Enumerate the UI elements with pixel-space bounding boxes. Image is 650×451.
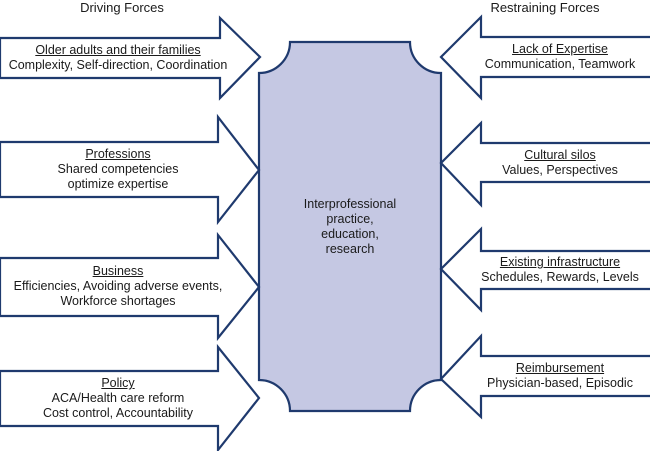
restraining-arrow-4 xyxy=(439,333,650,420)
restraining-forces-heading: Restraining Forces xyxy=(490,0,600,15)
driving-force-title: Older adults and their families xyxy=(35,43,201,57)
central-label-line: practice, xyxy=(326,212,374,226)
restraining-force-label-2: Cultural silos Values, Perspectives xyxy=(470,148,650,178)
central-label-line: education, xyxy=(321,227,379,241)
restraining-force-label-4: Reimbursement Physician-based, Episodic xyxy=(470,361,650,391)
restraining-force-title: Lack of Expertise xyxy=(512,42,608,56)
driving-force-label-2: Professions Shared competencies optimize… xyxy=(0,147,236,192)
driving-forces-heading: Driving Forces xyxy=(80,0,164,15)
restraining-force-title: Reimbursement xyxy=(515,361,605,375)
restraining-arrow-2 xyxy=(439,120,650,208)
central-label-line: research xyxy=(325,242,375,256)
driving-force-label-3: Business Efficiencies, Avoiding adverse … xyxy=(0,264,236,309)
driving-force-title: Professions xyxy=(85,147,151,161)
driving-force-label-1: Older adults and their families Complexi… xyxy=(0,43,236,73)
restraining-force-detail: Schedules, Rewards, Levels xyxy=(481,270,639,284)
restraining-arrow-1 xyxy=(439,14,650,101)
driving-force-detail: Shared competencies xyxy=(57,162,179,176)
driving-force-detail: Efficiencies, Avoiding adverse events, xyxy=(13,279,223,293)
driving-force-label-4: Policy ACA/Health care reform Cost contr… xyxy=(0,376,236,421)
restraining-force-detail: Communication, Teamwork xyxy=(484,57,636,71)
restraining-force-detail: Values, Perspectives xyxy=(502,163,618,177)
driving-force-detail: Complexity, Self-direction, Coordination xyxy=(8,58,228,72)
driving-force-detail: Cost control, Accountability xyxy=(42,406,194,420)
driving-force-detail: ACA/Health care reform xyxy=(51,391,185,405)
central-box xyxy=(257,40,443,413)
driving-arrow-4 xyxy=(0,343,261,451)
restraining-force-title: Cultural silos xyxy=(524,148,596,162)
central-label: Interprofessional practice, education, r… xyxy=(259,197,441,257)
restraining-force-label-1: Lack of Expertise Communication, Teamwor… xyxy=(470,42,650,72)
driving-force-title: Business xyxy=(92,264,144,278)
restraining-force-label-3: Existing infrastructure Schedules, Rewar… xyxy=(470,255,650,285)
restraining-force-title: Existing infrastructure xyxy=(499,255,621,269)
driving-force-detail: Workforce shortages xyxy=(60,294,176,308)
central-label-line: Interprofessional xyxy=(303,197,397,211)
driving-arrow-1 xyxy=(0,15,262,101)
restraining-force-detail: Physician-based, Episodic xyxy=(487,376,633,390)
driving-force-title: Policy xyxy=(101,376,135,390)
driving-arrow-2 xyxy=(0,113,261,226)
driving-arrow-3 xyxy=(0,231,261,342)
driving-force-detail: optimize expertise xyxy=(67,177,169,191)
restraining-arrow-3 xyxy=(439,226,650,313)
